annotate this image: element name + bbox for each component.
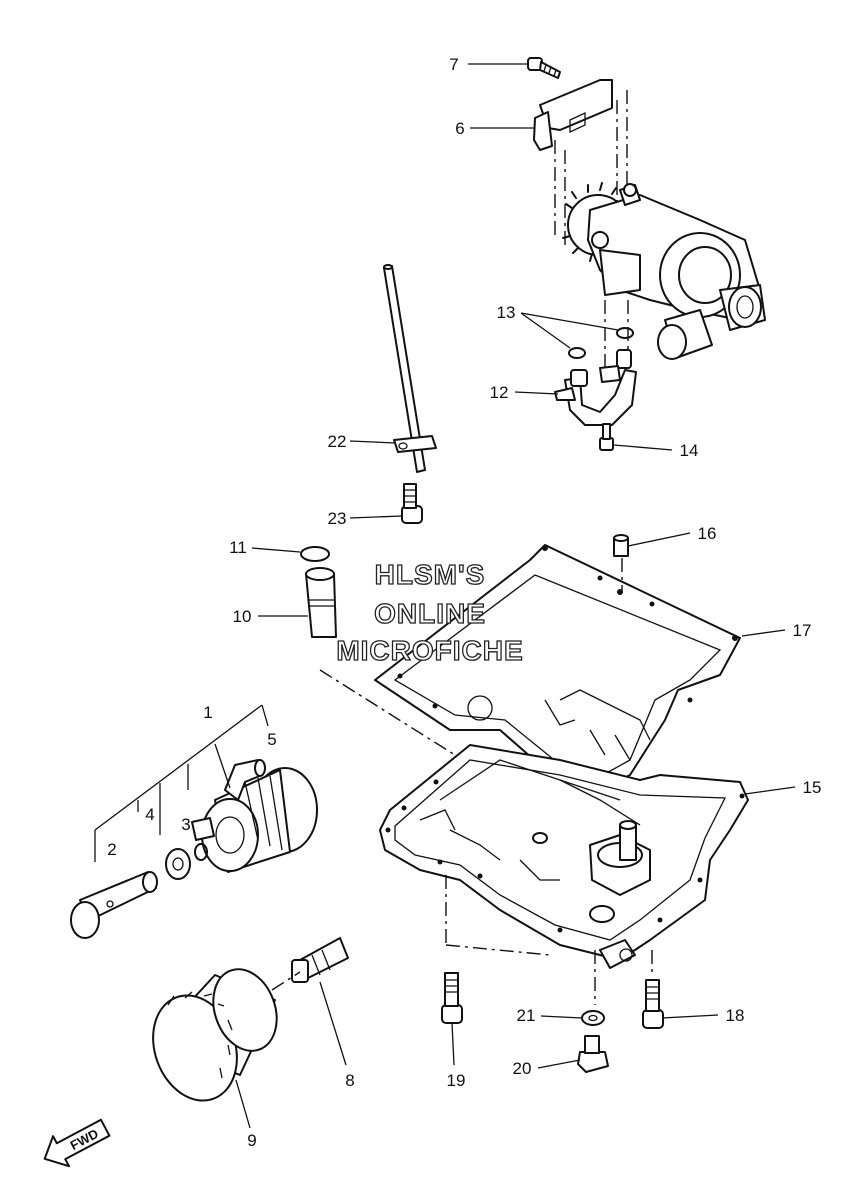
part-19-bolt (441, 972, 463, 1024)
part-5-oil-cooler (201, 767, 318, 873)
callout-13: 13 (497, 303, 516, 322)
part-3-o-ring (194, 843, 208, 861)
callout-14: 14 (680, 441, 699, 460)
part-15-oil-pan (379, 689, 749, 969)
part-22-oil-strainer-tube (383, 264, 437, 473)
callout-15: 15 (803, 778, 822, 797)
callout-21: 21 (517, 1006, 536, 1025)
part-20-drain-bolt (577, 1035, 609, 1073)
callout-22: 22 (328, 432, 347, 451)
part-23-bolt (401, 483, 423, 524)
callout-18: 18 (726, 1006, 745, 1025)
callout-numbers: 1 2 3 4 5 6 7 8 9 10 11 12 13 14 15 16 1… (107, 55, 821, 1150)
part-18-bolt (642, 979, 664, 1029)
callout-16: 16 (698, 524, 717, 543)
watermark-line-1: HLSM'S (375, 559, 486, 590)
watermark-line-3: MICROFICHE (336, 635, 523, 666)
part-16-dowel (613, 534, 629, 557)
part-7-bolt (527, 57, 561, 79)
part-2-union-bolt (70, 871, 158, 939)
fwd-arrow-icon: FWD (43, 1118, 111, 1168)
part-4-washer (165, 848, 191, 880)
part-21-washer (581, 1010, 605, 1026)
part-9-oil-filter (152, 968, 278, 1102)
oil-pump-assembly (527, 57, 766, 390)
callout-1: 1 (203, 703, 212, 722)
callout-12: 12 (490, 383, 509, 402)
part-10-relief-valve (305, 567, 337, 638)
callout-6: 6 (455, 119, 464, 138)
leader-lines (235, 63, 796, 1129)
callout-5: 5 (267, 730, 276, 749)
callout-23: 23 (328, 509, 347, 528)
part-8-union-bolt (291, 937, 349, 983)
callout-19: 19 (447, 1071, 466, 1090)
callout-17: 17 (793, 621, 812, 640)
callout-11: 11 (229, 538, 247, 557)
callout-10: 10 (233, 607, 252, 626)
part-14-bolt (599, 423, 614, 451)
watermark-line-2: ONLINE (374, 598, 486, 629)
part-13-o-rings (568, 327, 634, 359)
callout-4: 4 (145, 805, 154, 824)
watermark: HLSM'S ONLINE MICROFICHE (336, 558, 524, 666)
part-11-o-ring (300, 546, 330, 562)
callout-8: 8 (345, 1071, 354, 1090)
callout-2: 2 (107, 840, 116, 859)
callout-20: 20 (513, 1059, 532, 1078)
callout-3: 3 (181, 815, 190, 834)
callout-7: 7 (449, 55, 458, 74)
callout-9: 9 (247, 1131, 256, 1150)
part-1-cooler-hose (191, 759, 266, 841)
part-12-oil-pipe (554, 349, 637, 426)
